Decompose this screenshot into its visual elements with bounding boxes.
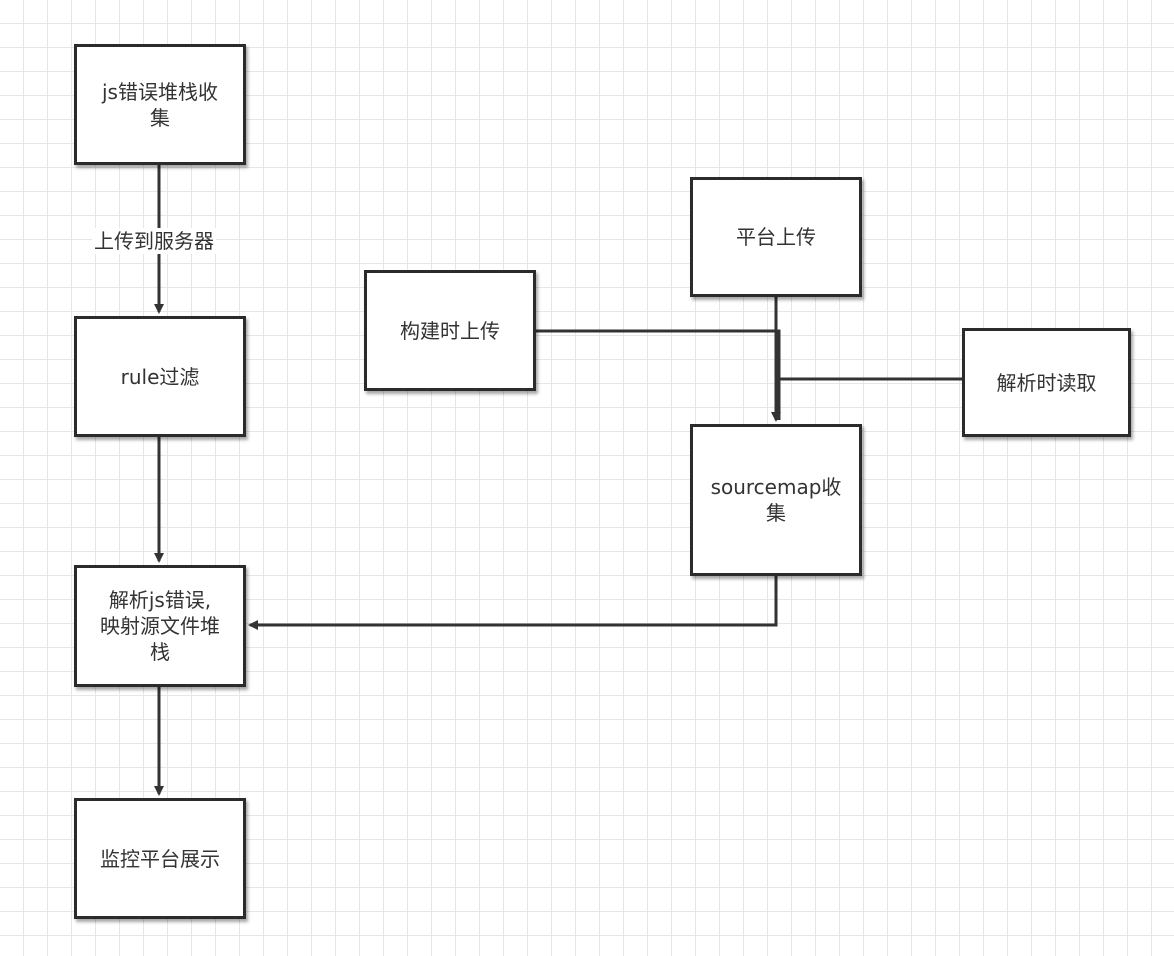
node-parse-js-error: 解析js错误, 映射源文件堆 栈 [74,565,246,687]
node-parse-read: 解析时读取 [962,328,1131,437]
node-build-upload: 构建时上传 [364,270,536,391]
node-label: js错误堆栈收 集 [102,79,218,130]
edge-label-upload-to-server: 上传到服务器 [92,228,216,254]
node-rule-filter: rule过滤 [74,316,246,437]
node-label: rule过滤 [120,364,200,389]
edge-build-to-sourcemap [535,329,781,420]
node-label: 构建时上传 [400,318,500,343]
node-platform-upload: 平台上传 [690,177,862,297]
node-sourcemap-collect: sourcemap收 集 [690,424,862,576]
node-label: 监控平台展示 [100,846,220,871]
node-label: 平台上传 [736,225,816,249]
node-label: 解析js错误, 映射源文件堆 栈 [100,588,220,664]
node-label: 解析时读取 [996,370,1097,395]
node-monitor-display: 监控平台展示 [74,798,246,919]
node-js-error-collect: js错误堆栈收 集 [74,44,246,165]
node-label: sourcemap收 集 [710,475,842,525]
edge-sourcemap-to-parse [248,576,778,630]
